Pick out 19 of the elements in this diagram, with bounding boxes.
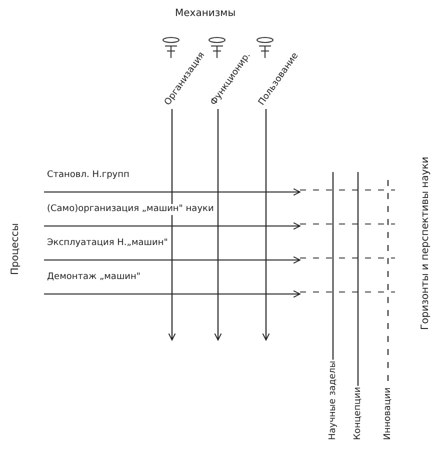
arrow: [44, 256, 300, 264]
output-label: Инновации: [383, 387, 394, 440]
arrow: [44, 188, 300, 196]
output-label: Научные заделы: [328, 360, 339, 440]
arrow: [214, 109, 222, 340]
process-label: (Само)организация „машин" науки: [46, 204, 215, 215]
line: [332, 172, 334, 360]
axis-title: Горизонты и перспективы науки: [420, 156, 431, 330]
heading: Механизмы: [175, 8, 236, 19]
arrow: [44, 222, 300, 230]
axis-title: Процессы: [10, 223, 21, 275]
output-label: Концепции: [353, 386, 364, 440]
process-label: Демонтаж „машин": [46, 272, 142, 283]
arrow: [262, 109, 270, 340]
line: [357, 172, 359, 386]
arrow: [44, 290, 300, 298]
process-label: Эксплуатация Н.„машин": [46, 238, 169, 249]
process-label: Становл. Н.групп: [46, 170, 130, 181]
arrow: [168, 109, 176, 340]
